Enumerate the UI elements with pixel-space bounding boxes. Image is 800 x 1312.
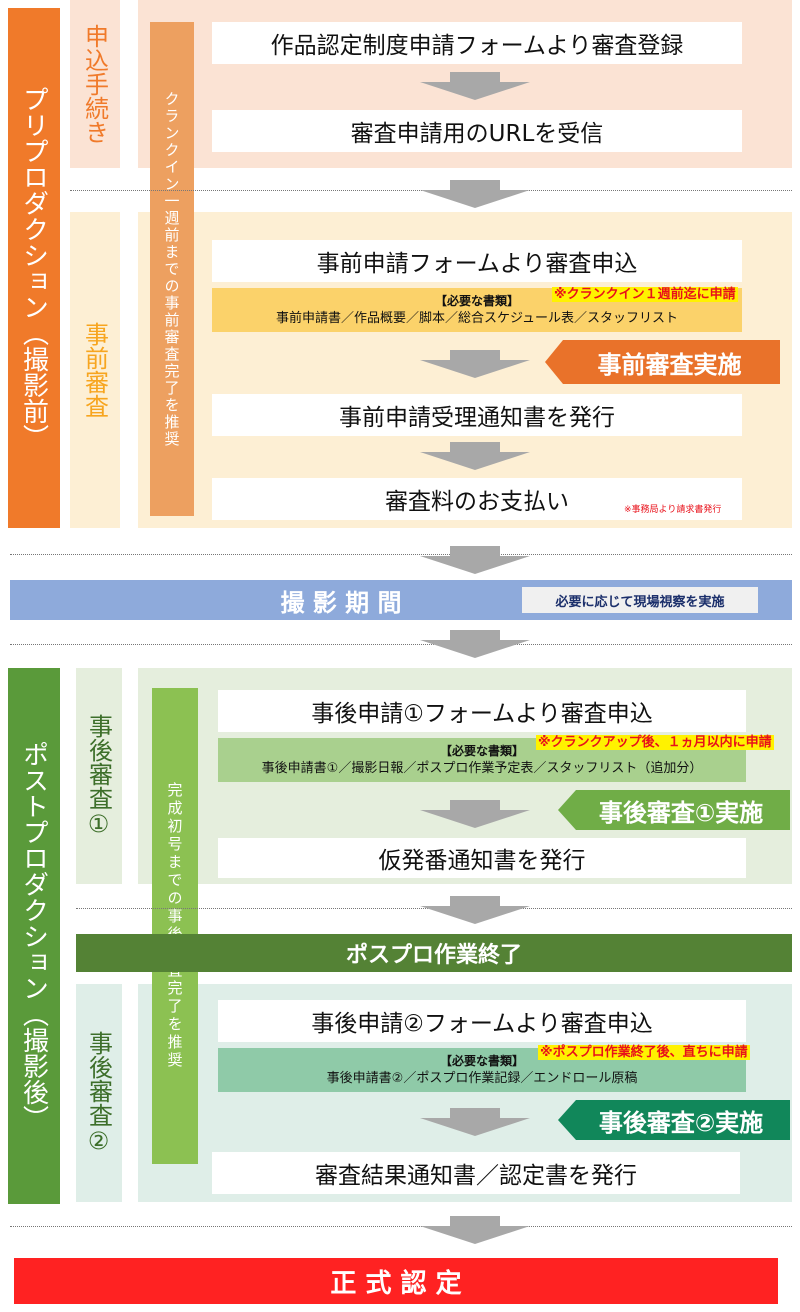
arrow-3 <box>420 350 530 378</box>
post1-deadline-note: ※クランクアップ後、１ヵ月以内に申請 <box>536 735 774 750</box>
step-pre-apply: 事前申請フォームより審査申込 <box>212 240 742 282</box>
application-label-panel: 申込手続き <box>70 0 120 168</box>
pre-review-label: 事前審査 <box>80 322 109 418</box>
step-pre-notice: 事前申請受理通知書を発行 <box>212 394 742 436</box>
phase-post-text: ポストプロダクション（撮影後） <box>18 741 49 1131</box>
post-review-2-label: 事後審査② <box>84 1031 113 1155</box>
step-post2-apply: 事後申請②フォームより審査申込 <box>218 1000 746 1042</box>
arrow-7 <box>420 800 530 828</box>
post-review-2-label-panel: 事後審査② <box>76 984 122 1202</box>
step-provisional-notice: 仮発番通知書を発行 <box>218 838 746 878</box>
step-result-notice: 審査結果通知書／認定書を発行 <box>212 1152 740 1194</box>
post2-deadline-note-wrap: ※ポスプロ作業終了後、直ちに申請 <box>538 1041 750 1060</box>
post1-docs-title: 【必要な書類】 <box>439 744 524 758</box>
post2-deadline-note: ※ポスプロ作業終了後、直ちに申請 <box>538 1045 750 1060</box>
divider-3 <box>10 644 792 645</box>
step-pre-apply-text: 事前申請フォームより審査申込 <box>316 251 638 277</box>
post2-docs-items: 事後申請書②／ポスプロ作業記録／エンドロール原稿 <box>326 1071 638 1086</box>
post1-deadline-note-wrap: ※クランクアップ後、１ヵ月以内に申請 <box>536 731 774 750</box>
site-visit-text: 必要に応じて現場視察を実施 <box>555 594 725 610</box>
post1-docs-items: 事後申請書①／撮影日報／ポスプロ作業予定表／スタッフリスト（追加分） <box>261 761 703 776</box>
arrow-9 <box>420 1108 530 1136</box>
pre-recommendation-text: クランクイン一週前までの事前審査完了を推奨 <box>162 90 181 448</box>
post-recommendation: 完成初号までの事後審査完了を推奨 <box>152 688 198 1164</box>
site-visit-box: 必要に応じて現場視察を実施 <box>522 587 758 613</box>
final-certification-bar: 正 式 認 定 <box>14 1258 778 1304</box>
postpro-end-text: ポスプロ作業終了 <box>345 943 522 968</box>
post2-review-tag: 事後審査②実施 <box>558 1100 790 1140</box>
pre-deadline-note: ※クランクイン１週前迄に申請 <box>552 287 738 302</box>
step-receive-url-text: 審査申請用のURLを受信 <box>350 121 604 147</box>
shooting-bar-text: 撮 影 期 間 <box>280 588 402 617</box>
step-provisional-notice-text: 仮発番通知書を発行 <box>378 848 586 874</box>
invoice-note-wrap: ※事務局より請求書発行 <box>624 502 721 515</box>
arrow-6 <box>420 630 530 658</box>
arrow-1 <box>420 72 530 100</box>
step-payment-text: 審査料のお支払い <box>385 489 569 515</box>
post-review-1-label-panel: 事後審査① <box>76 668 122 884</box>
step-pre-notice-text: 事前申請受理通知書を発行 <box>339 405 615 431</box>
step-post2-apply-text: 事後申請②フォームより審査申込 <box>311 1011 653 1037</box>
post1-review-tag-text: 事後審査①実施 <box>598 798 764 827</box>
postpro-end-bar: ポスプロ作業終了 <box>76 934 792 972</box>
application-label: 申込手続き <box>80 24 109 144</box>
pre-docs-items: 事前申請書／作品概要／脚本／総合スケジュール表／スタッフリスト <box>275 311 679 326</box>
divider-5 <box>10 1226 792 1227</box>
arrow-10 <box>420 1216 530 1244</box>
step-post1-apply: 事後申請①フォームより審査申込 <box>218 690 746 732</box>
step-post1-apply-text: 事後申請①フォームより審査申込 <box>311 701 653 727</box>
step-payment: 審査料のお支払い <box>212 478 742 520</box>
phase-pre-label: プリプロダクション（撮影前） <box>8 8 60 528</box>
arrow-5 <box>420 546 530 574</box>
step-register: 作品認定制度申請フォームより審査登録 <box>212 22 742 64</box>
pre-deadline-note-wrap: ※クランクイン１週前迄に申請 <box>552 283 738 302</box>
post2-docs-title: 【必要な書類】 <box>439 1054 524 1068</box>
step-receive-url: 審査申請用のURLを受信 <box>212 110 742 152</box>
divider-2 <box>10 554 792 555</box>
post-review-1-label: 事後審査① <box>84 714 113 838</box>
phase-pre-text: プリプロダクション（撮影前） <box>18 86 49 450</box>
post2-review-tag-text: 事後審査②実施 <box>598 1108 764 1137</box>
final-certification-text: 正 式 認 定 <box>330 1268 462 1299</box>
arrow-2 <box>420 180 530 208</box>
pre-review-label-panel: 事前審査 <box>70 212 120 528</box>
pre-review-tag: 事前審査実施 <box>545 340 780 384</box>
pre-docs-title: 【必要な書類】 <box>434 294 519 308</box>
pre-recommendation: クランクイン一週前までの事前審査完了を推奨 <box>150 22 194 516</box>
invoice-note: ※事務局より請求書発行 <box>624 505 722 515</box>
post1-review-tag: 事後審査①実施 <box>558 790 790 830</box>
arrow-8 <box>420 896 530 924</box>
step-register-text: 作品認定制度申請フォームより審査登録 <box>270 33 684 59</box>
pre-review-tag-text: 事前審査実施 <box>597 350 742 379</box>
post-recommendation-text: 完成初号までの事後審査完了を推奨 <box>165 782 184 1070</box>
arrow-4 <box>420 442 530 470</box>
phase-post-label: ポストプロダクション（撮影後） <box>8 668 60 1204</box>
step-result-notice-text: 審査結果通知書／認定書を発行 <box>315 1163 637 1189</box>
